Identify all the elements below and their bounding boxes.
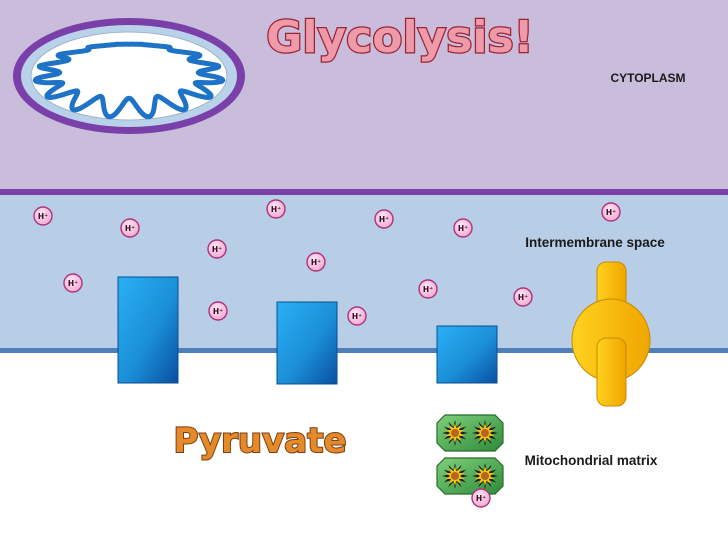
atp-synthase-icon [571,261,651,407]
proton-icon: H⁺ [513,287,533,307]
proton-icon: H⁺ [453,218,473,238]
electron-carrier-icon [436,457,504,495]
proton-label: H⁺ [476,494,486,503]
proton-icon: H⁺ [33,206,53,226]
proton-icon: H⁺ [120,218,140,238]
proton-label: H⁺ [352,312,362,321]
proton-icon: H⁺ [374,209,394,229]
electron-carrier-icon [436,414,504,452]
proton-icon: H⁺ [306,252,326,272]
cytoplasm-label: CYTOPLASM [610,71,685,85]
page-title: Glycolysis! [266,12,533,63]
proton-label: H⁺ [271,205,281,214]
proton-icon: H⁺ [601,202,621,222]
proton-label: H⁺ [212,245,222,254]
complex-iii [276,301,338,385]
proton-icon: H⁺ [208,301,228,321]
proton-label: H⁺ [606,208,616,217]
inner-membrane [0,348,728,353]
proton-label: H⁺ [423,285,433,294]
proton-icon: H⁺ [347,306,367,326]
proton-label: H⁺ [379,215,389,224]
complex-i [117,276,179,384]
mitochondrion-icon [13,18,245,134]
pyruvate-label: Pyruvate [173,421,346,461]
proton-label: H⁺ [311,258,321,267]
proton-icon: H⁺ [207,239,227,259]
proton-icon: H⁺ [63,273,83,293]
proton-label: H⁺ [68,279,78,288]
proton-label: H⁺ [125,224,135,233]
proton-label: H⁺ [213,307,223,316]
proton-label: H⁺ [38,212,48,221]
proton-icon: H⁺ [418,279,438,299]
intermembrane-label: Intermembrane space [525,235,665,250]
complex-iv [436,325,498,384]
matrix-label: Mitochondrial matrix [525,453,658,468]
protons-group: H⁺ H⁺ H⁺ H⁺ H⁺ H⁺ H⁺ H⁺ H⁺ H⁺ H⁺ H⁺ H⁺ H⁺ [33,199,621,508]
proton-icon: H⁺ [266,199,286,219]
proton-label: H⁺ [458,224,468,233]
proton-label: H⁺ [518,293,528,302]
proton-icon: H⁺ [471,488,491,508]
outer-membrane [0,189,728,195]
